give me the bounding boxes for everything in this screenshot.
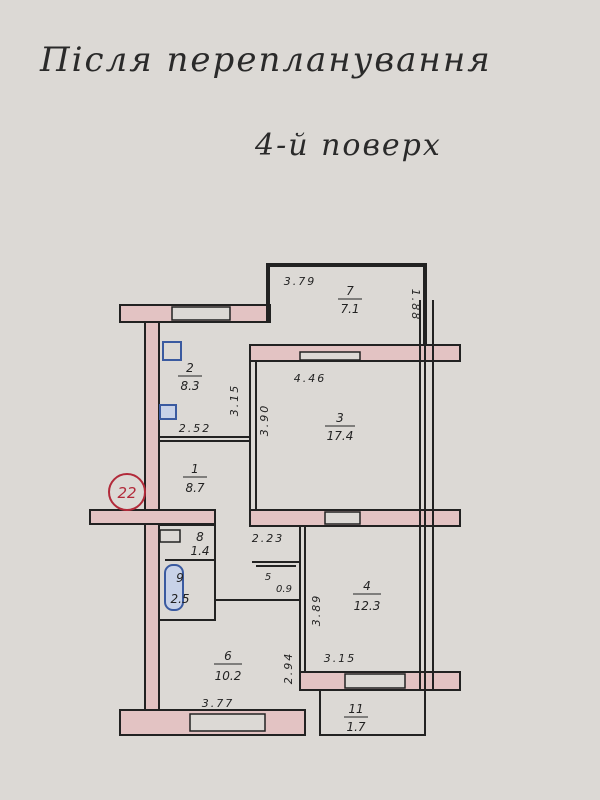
walls [89,304,461,736]
room-labels: 7 7.1 2 8.3 3 17.4 1 8.7 8 1.4 9 2.5 5 0… [170,284,381,734]
room-3-num: 3 [336,411,344,425]
dim-room2-width: 2.52 [179,422,212,435]
dim-room6-width: 3.77 [202,697,235,710]
dim-room3-width: 4.46 [294,372,327,385]
apartment-marker [108,473,146,511]
room-2-area: 8.3 [180,379,199,393]
dim-room4-depth: 3.89 [310,594,323,627]
room-4-area: 12.3 [354,599,381,613]
stove-icon [162,341,182,361]
dim-hall-width: 2.23 [252,532,285,545]
dim-room6-depth: 2.94 [282,652,295,685]
room-1-area: 8.7 [185,481,204,495]
bathtub-icon [164,564,184,611]
room-7-area: 7.1 [340,302,359,316]
room-7-num: 7 [346,284,354,298]
room-1-num: 1 [191,462,199,476]
room-8-num: 8 [196,530,204,544]
partitions [160,263,434,736]
room-2-num: 2 [186,361,194,375]
dim-room2-depth: 3.15 [228,384,241,417]
floor-label: 4-й поверх [255,128,442,163]
room-6-area: 10.2 [215,669,242,683]
toilet-icon [159,529,181,543]
room-4-num: 4 [363,579,371,593]
dim-room3-depth: 3.90 [258,404,271,437]
sink-icon [159,404,177,420]
dimension-labels: 3.79 1.88 4.46 3.90 3.15 2.52 2.23 3.89 … [179,275,422,710]
dim-balcony-width: 3.79 [284,275,317,288]
room-3-area: 17.4 [327,429,354,443]
room-11-num: 11 [348,702,363,716]
room-9-num: 9 [176,571,184,585]
plan-title: Після перепланування [40,40,492,80]
room-11-area: 1.7 [346,720,365,734]
dim-balcony-depth: 1.88 [409,289,422,322]
room-5-area: 0.9 [276,584,292,595]
room-9-area: 2.5 [170,592,189,606]
dim-room4-width: 3.15 [324,652,357,665]
room-6-num: 6 [224,649,232,663]
room-8-area: 1.4 [190,544,209,558]
room-5-num: 5 [265,572,271,583]
apartment-number: 22 [117,484,136,502]
